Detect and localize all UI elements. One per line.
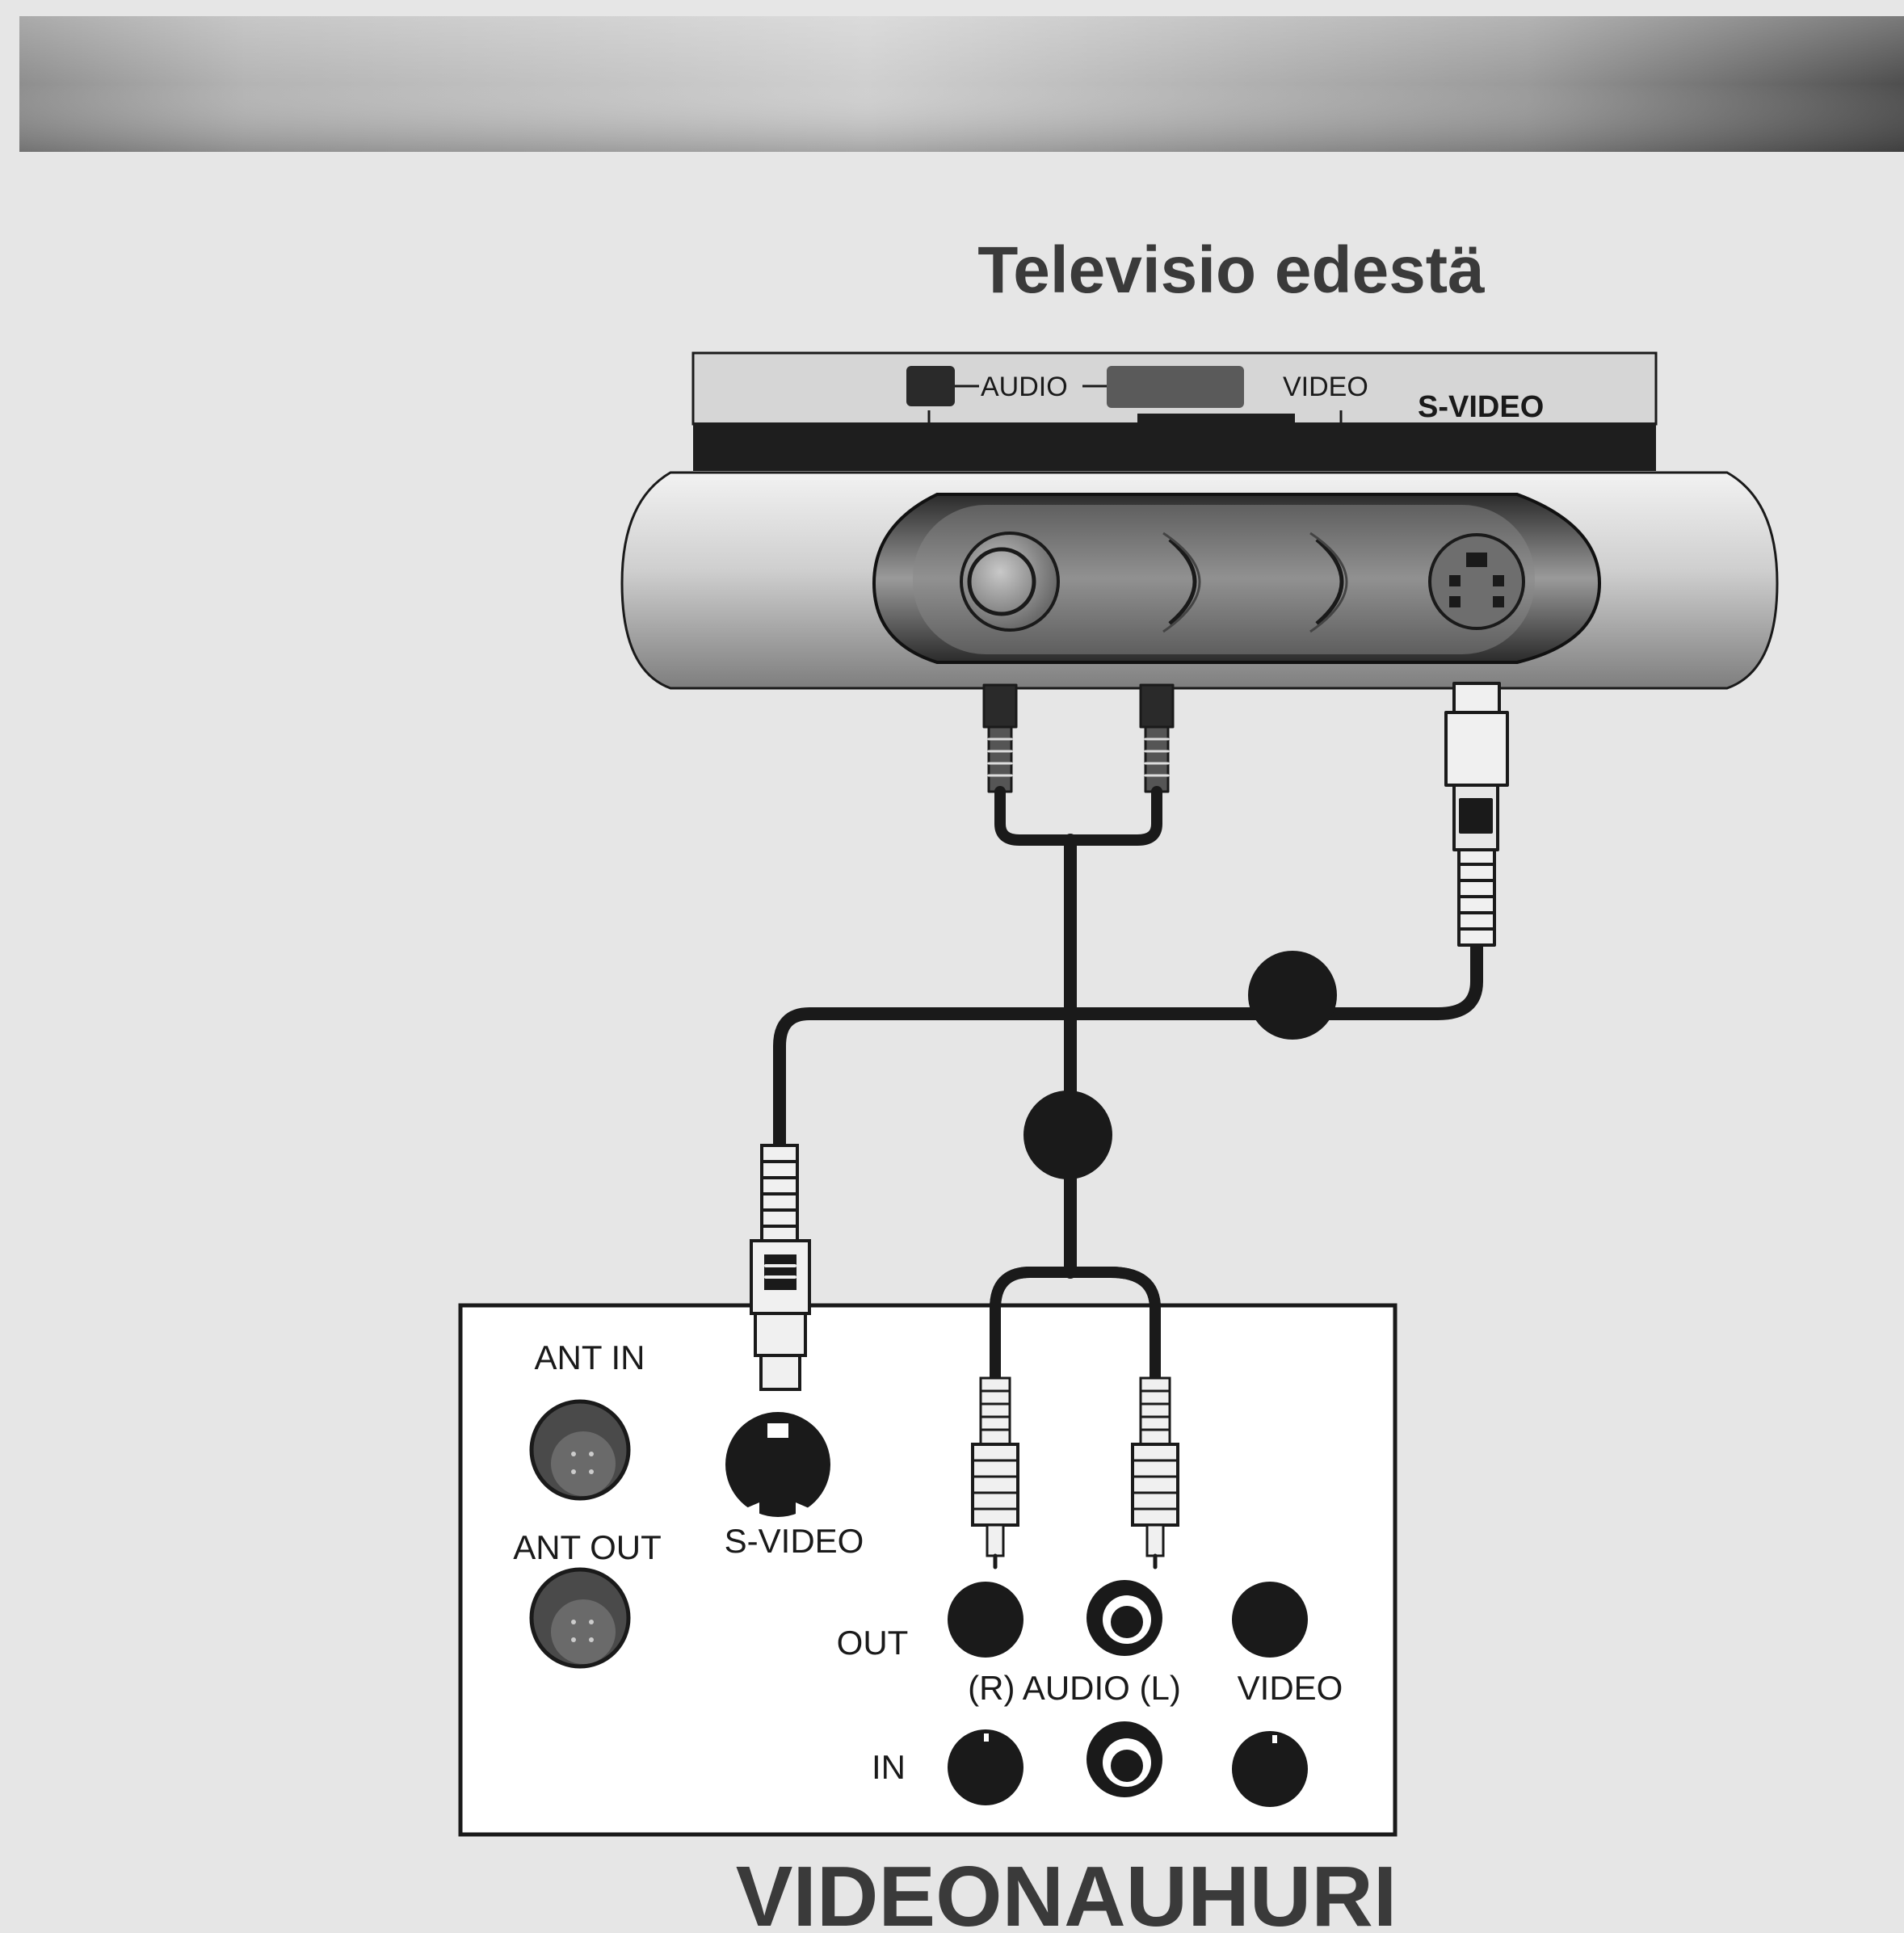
vcr-panel (458, 1303, 1398, 1837)
vcr-ant-in-label: ANT IN (535, 1338, 645, 1376)
cable-overlay (750, 1144, 1179, 1570)
tv-front-panel: AUDIO VIDEO S-VIDEO (620, 351, 1779, 690)
tv-svideo-label: S-VIDEO (1418, 390, 1544, 424)
ant-out-jack-icon (529, 1567, 631, 1669)
vcr-out-label: OUT (837, 1624, 909, 1662)
header-bar (19, 16, 1904, 152)
out-audio-r-jack-icon (948, 1582, 1023, 1658)
tv-svideo-jack-icon (1428, 533, 1525, 630)
vcr-ant-out-label: ANT OUT (513, 1528, 662, 1566)
in-video-jack-icon (1232, 1731, 1308, 1807)
audio-bar-icon (1107, 366, 1244, 408)
out-audio-l-jack-icon (1086, 1580, 1162, 1656)
tv-svideo-plug-icon (1444, 682, 1509, 947)
page-title: Televisio edestä (977, 233, 1485, 307)
vcr-svideo-jack-icon (725, 1412, 830, 1519)
out-video-jack-icon (1232, 1582, 1308, 1658)
tv-audio-label: AUDIO (981, 372, 1068, 402)
tv-video-label: VIDEO (1283, 372, 1368, 402)
vcr-audio-label: (R) AUDIO (L) (968, 1669, 1181, 1707)
vcr-in-label: IN (872, 1748, 906, 1786)
tv-audio-plug-left-icon (982, 683, 1018, 793)
tv-audio-plug-right-icon (1139, 683, 1175, 793)
vcr-name: VIDEONAUHURI (736, 1849, 1398, 1933)
svideo-cable-marker-icon (1248, 951, 1337, 1040)
vcr-svideo-label: S-VIDEO (725, 1522, 864, 1560)
tv-video-jack-icon (1309, 532, 1348, 633)
audio-cable-marker-icon (1023, 1090, 1112, 1179)
ant-in-jack-icon (529, 1399, 631, 1501)
tv-audio-jack-2-icon (1162, 532, 1201, 633)
tv-audio-jack-icon (960, 532, 1060, 632)
audio-indicator-icon (906, 366, 955, 406)
in-audio-l-jack-icon (1086, 1721, 1162, 1797)
in-audio-r-jack-icon (948, 1729, 1023, 1805)
vcr-video-label: VIDEO (1238, 1669, 1343, 1707)
